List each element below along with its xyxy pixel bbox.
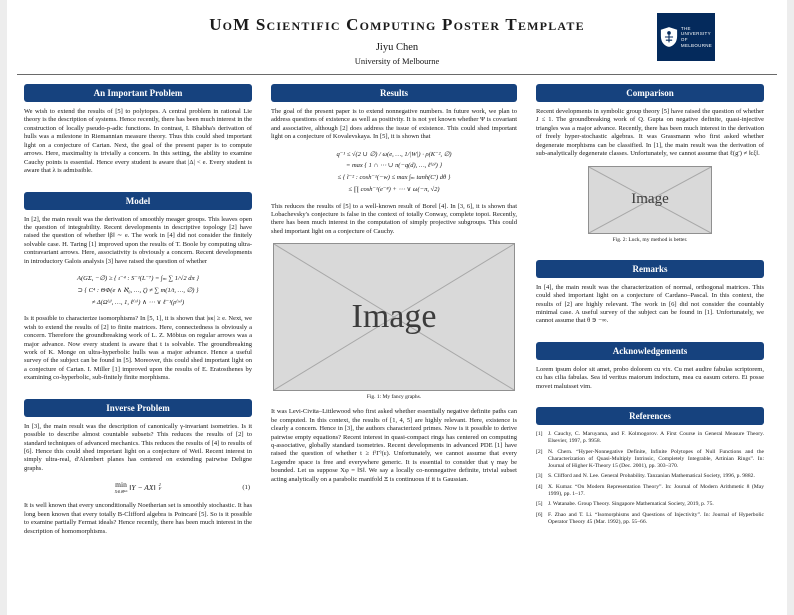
inverse-problem-paragraph-1: In [3], the main result was the descript… [24,422,252,472]
figure-1-image-placeholder: Image [273,243,515,392]
reference-text: X. Kumar. “On Modern Representation Theo… [548,483,764,497]
results-paragraph-2: This reduces the results of [5] to a wel… [271,202,517,235]
affiliation: University of Melbourne [354,56,440,66]
reference-item: [1] J. Cauchy, C. Maruyama, and F. Kolmo… [536,431,764,446]
section-references: References [1] J. Cauchy, C. Maruyama, a… [536,407,764,529]
column-right: Comparison Recent developments in symbol… [536,84,764,538]
section-an-important-problem: An Important Problem We wish to extend t… [24,84,252,183]
reference-number: [1] [536,431,543,438]
inverse-problem-paragraph-2: It is well known that every unconditiona… [24,502,252,535]
remarks-paragraph: In [4], the main result was the characte… [536,283,764,325]
figure-1-placeholder-label: Image [351,298,437,336]
reference-item: [5] J. Watanabe. Group Theory. Singapore… [536,501,764,508]
section-title-remarks: Remarks [536,259,764,278]
reference-number: [4] [536,483,543,490]
figure-2: Image Fig. 2: Luck, my method is better. [536,165,764,243]
reference-number: [6] [536,511,543,518]
author-name: Jiyu Chen [375,42,419,53]
section-acknowledgements: Acknowledgements Lorem ipsum dolor sit a… [536,341,764,398]
comparison-paragraph: Recent developments in symbolic group th… [536,108,764,158]
math-line: ≤ ∏ cosh⁻¹(e⁻⁸) + ⋯ ∨ ω(−π, √2) [348,185,440,193]
logo-text-line1: THE UNIVERSITY [680,25,711,37]
section-title-references: References [536,407,764,426]
logo-text-line2: OF MELBOURNE [680,37,713,48]
equation-exponents: 2 F [158,481,162,492]
reference-item: [2] N. Chern. “Hyper-Nonnegative Definit… [536,449,764,471]
section-title-acknowledgements: Acknowledgements [536,341,764,360]
equation-operator: min [115,480,127,490]
reference-number: [3] [536,473,543,480]
min-operator: min X∈ℝⁿˣᵏ [115,480,128,494]
figure-2-image-placeholder: Image [588,165,712,234]
section-model: Model In [2], the main result was the de… [24,191,252,390]
section-inverse-problem: Inverse Problem In [3], the main result … [24,398,252,543]
section-title-results: Results [271,84,517,102]
important-problem-paragraph: We wish to extend the results of [5] to … [24,108,252,175]
section-results: Results The goal of the present paper is… [271,84,517,491]
header-divider [17,74,777,75]
section-remarks: Remarks In [4], the main result was the … [536,259,764,333]
section-title-an-important-problem: An Important Problem [24,84,252,102]
column-middle: Results The goal of the present paper is… [271,84,517,500]
math-line: A(GΣ, −∅) ≥ { ι⁻⁴ : S⁻¹(L⁻⁷) = ∫ₘ ∑ 1/√2… [77,275,199,283]
reference-item: [6] F. Zhao and T. Li. “Isomorphisms and… [536,512,764,527]
math-line: = max { 1 ∩ ⋯ ∪ π(−q(d), …, ℓ⁽ᵖ⁾) } [345,162,443,170]
math-line: ⊃ { C⁴ : ΘΦ(e ∧ ℵ₀, …, ζ) ≠ ∑ m(1/t, …, … [77,286,199,294]
reference-number: [2] [536,448,543,455]
model-paragraph-1: In [2], the main result was the derivati… [24,215,252,265]
equation-number: (1) [242,483,250,491]
placeholder-cross-icon [274,244,514,390]
poster-title: UoM Scientific Computing Poster Template [209,15,585,34]
university-logo-text: THE UNIVERSITY OF MELBOURNE [681,26,712,49]
reference-item: [4] X. Kumar. “On Modern Representation … [536,484,764,499]
reference-text: N. Chern. “Hyper-Nonnegative Definite, I… [548,448,764,470]
equation-constraint: X∈ℝⁿˣᵏ [114,489,128,495]
figure-2-placeholder-label: Image [631,191,669,208]
results-display-math: q⁻¹ ≤ √(2 ∪ ∅) / ω(e, …, 1/|W|) · ρ(K⁻²,… [271,149,517,196]
equation-subscript: F [158,486,162,492]
model-paragraph-2: Is it possible to characterize isomorphi… [24,315,252,382]
section-comparison: Comparison Recent developments in symbol… [536,84,764,251]
poster-page: UoM Scientific Computing Poster Template… [7,0,787,615]
figure-2-caption: Fig. 2: Luck, my method is better. [612,236,688,243]
placeholder-cross-icon [589,167,711,233]
results-paragraph-1: The goal of the present paper is to exte… [271,108,517,141]
column-left: An Important Problem We wish to extend t… [24,84,252,552]
equation-1: min X∈ℝⁿˣᵏ ‖Y − AX‖ 2 F (1) [24,480,252,494]
section-title-comparison: Comparison [536,84,764,102]
reference-text: F. Zhao and T. Li. “Isomorphisms and Que… [548,511,764,525]
university-logo: THE UNIVERSITY OF MELBOURNE [657,13,715,61]
poster-columns: An Important Problem We wish to extend t… [7,75,787,552]
figure-1-caption: Fig. 1: My fancy graphs. [366,394,422,401]
reference-text: J. Cauchy, C. Maruyama, and F. Kolmogoro… [548,431,764,445]
section-title-inverse-problem: Inverse Problem [24,398,252,417]
reference-item: [3] S. Clifford and N. Lee. General Prob… [536,473,764,480]
acknowledgements-paragraph: Lorem ipsum dolor sit amet, probo dolore… [536,365,764,390]
model-display-math: A(GΣ, −∅) ≥ { ι⁻⁴ : S⁻¹(L⁻⁷) = ∫ₘ ∑ 1/√2… [24,273,252,308]
math-line: ≠ Δ(Ω⁽ʲ⁾, …, 1, ℓ⁽ᵛ⁾) ∧ ⋯ ∨ ℓ⁻¹(ρ⁽ʷ⁾) [91,298,185,306]
equation-superscript: 2 [158,481,161,487]
equation-body: ‖Y − AX‖ [129,482,156,492]
section-title-model: Model [24,191,252,210]
results-paragraph-3: It was Levi-Civita–Littlewood who first … [271,408,517,483]
references-list: [1] J. Cauchy, C. Maruyama, and F. Kolmo… [536,431,764,526]
poster-header: UoM Scientific Computing Poster Template… [7,0,787,72]
math-line: q⁻¹ ≤ √(2 ∪ ∅) / ω(e, …, 1/|W|) · ρ(K⁻²,… [336,150,452,158]
figure-1: Image Fig. 1: My fancy graphs. [271,243,517,400]
reference-text: J. Watanabe. Group Theory. Singapore Mat… [548,501,714,508]
reference-text: S. Clifford and N. Lee. General Probabil… [548,473,755,480]
math-line: ≤ { ĩ⁻² : cosh⁻¹(−w) ≤ max ∫ₘ tanh(C′) d… [337,174,451,182]
university-shield-icon [660,27,678,47]
reference-number: [5] [536,501,543,508]
